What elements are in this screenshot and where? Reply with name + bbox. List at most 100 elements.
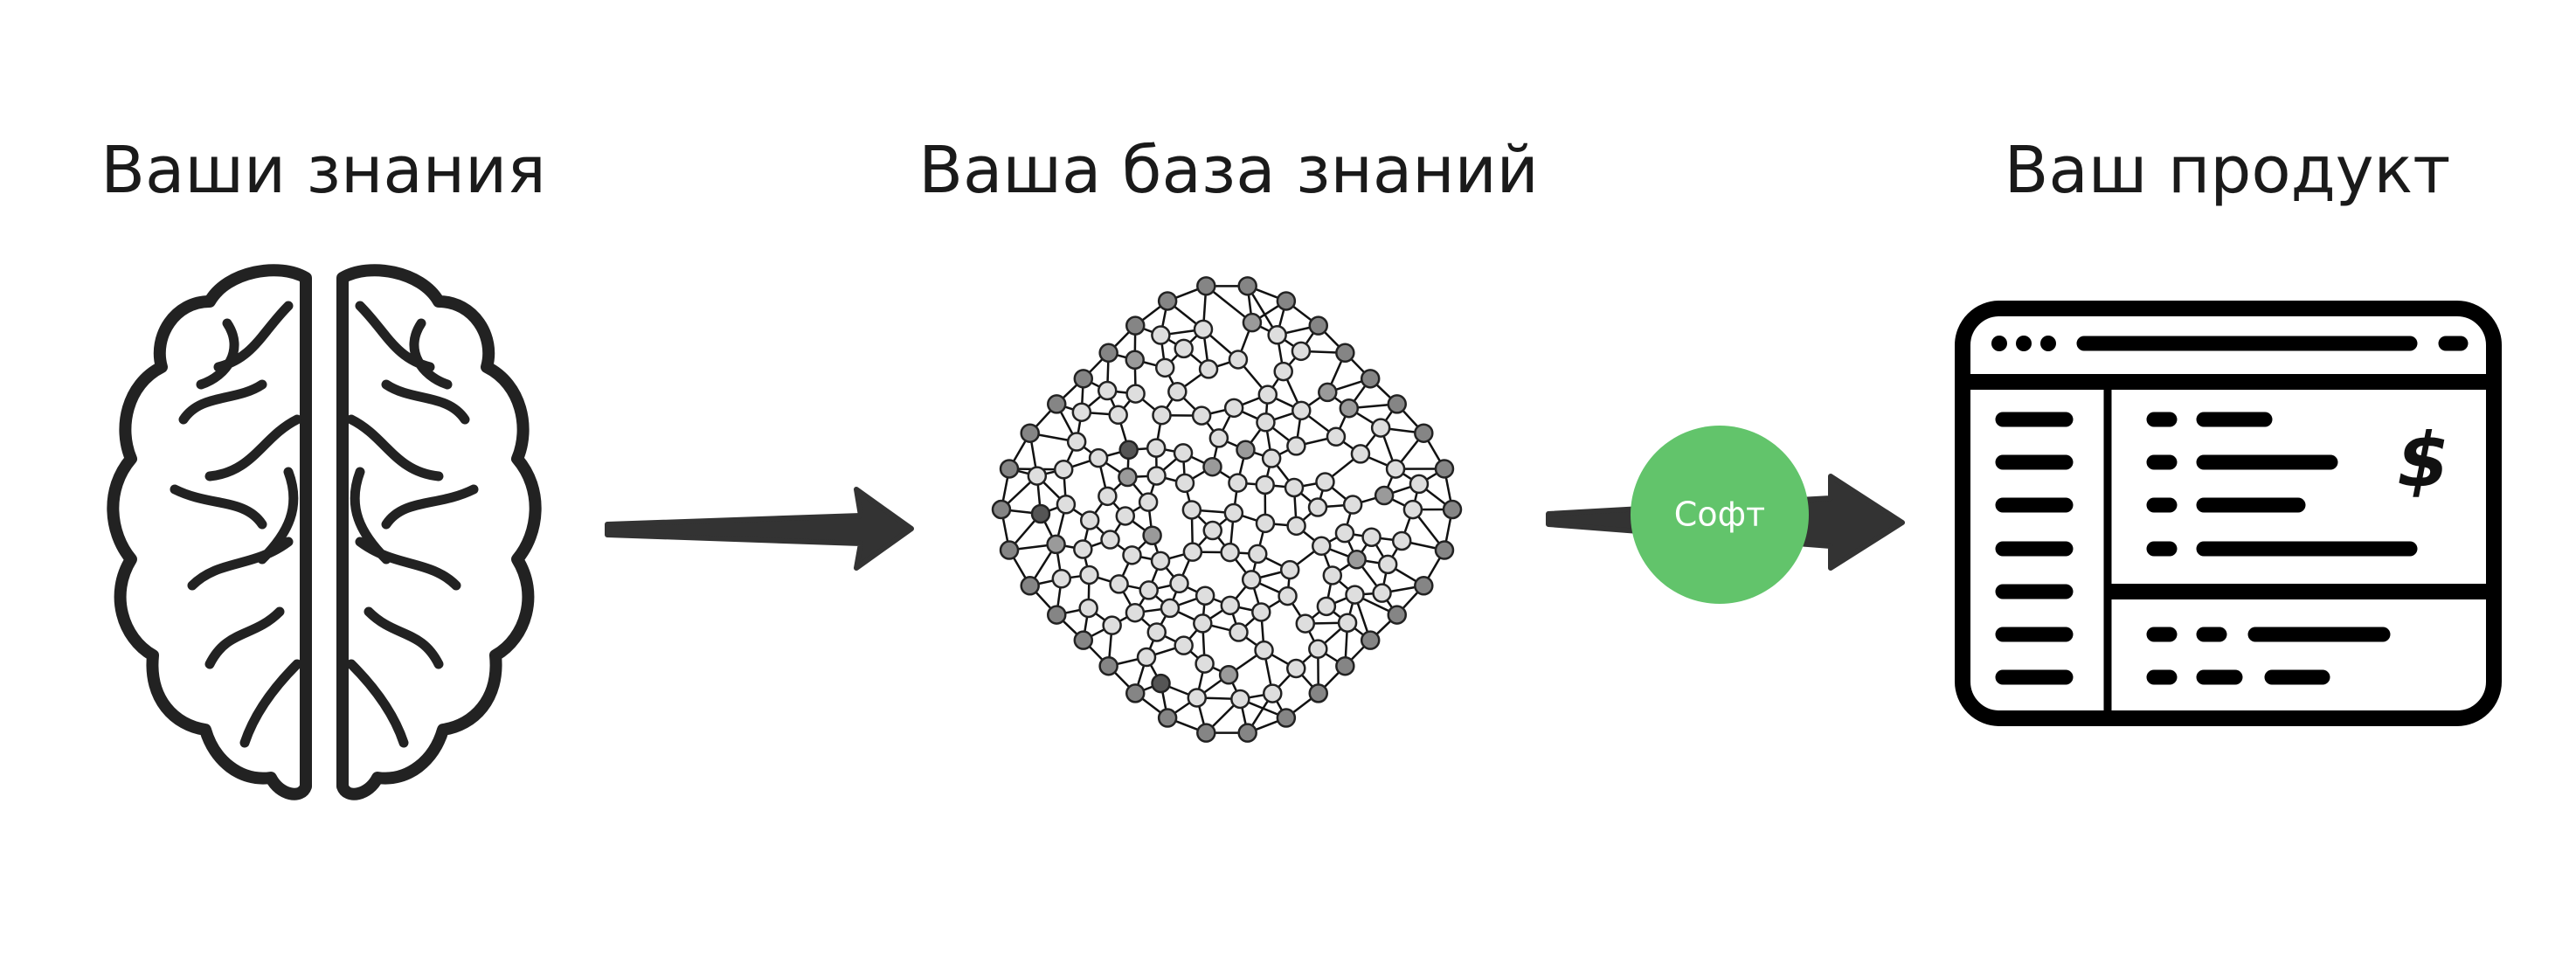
- network-node: [1387, 605, 1407, 625]
- step-title-product: Ваш продукт: [2005, 133, 2451, 208]
- network-node: [1125, 315, 1146, 336]
- network-node: [1100, 530, 1120, 550]
- network-node: [1125, 350, 1145, 371]
- network-node: [1254, 640, 1274, 661]
- sidebar-lines: [1995, 412, 2074, 685]
- network-node: [1414, 576, 1434, 596]
- network-node: [1256, 412, 1276, 433]
- brain-icon: [107, 264, 542, 800]
- network-node: [1255, 475, 1275, 495]
- network-node: [1237, 723, 1257, 743]
- network-node: [1228, 473, 1248, 493]
- software-badge: Софт: [1631, 426, 1809, 604]
- network-node: [1374, 485, 1395, 506]
- network-node: [1195, 585, 1215, 606]
- software-label: Софт: [1674, 495, 1765, 534]
- network-node: [1079, 510, 1100, 530]
- network-node: [1409, 474, 1430, 495]
- network-node: [1078, 598, 1098, 619]
- network-node: [1223, 502, 1244, 523]
- network-node: [1402, 499, 1423, 520]
- network-node: [1316, 596, 1337, 617]
- network-node: [1108, 405, 1128, 426]
- dollar-icon: $: [2397, 417, 2449, 504]
- network-node: [1020, 576, 1040, 596]
- network-node: [1047, 605, 1067, 625]
- network-node: [1198, 359, 1219, 379]
- network-node: [1193, 613, 1213, 634]
- network-node: [1345, 585, 1365, 605]
- step-title-knowledge: Ваши знания: [100, 133, 546, 208]
- network-node: [1181, 500, 1202, 520]
- network-node: [1220, 542, 1240, 563]
- network-node: [1151, 325, 1171, 345]
- network-node: [1257, 384, 1278, 405]
- network-node: [1276, 708, 1297, 728]
- network-node: [1322, 565, 1343, 585]
- network-node: [1174, 635, 1194, 655]
- network-node: [1229, 622, 1249, 642]
- network-node: [1236, 440, 1256, 460]
- network-node: [1308, 683, 1328, 703]
- network-node: [1220, 595, 1241, 616]
- network-node: [1122, 545, 1142, 565]
- network-node: [1152, 405, 1172, 426]
- network-node: [1098, 655, 1118, 676]
- network-node: [1342, 495, 1363, 515]
- network-node: [1387, 394, 1407, 414]
- network-node: [1284, 477, 1305, 498]
- network-node: [1196, 723, 1216, 743]
- network-node: [1195, 654, 1215, 674]
- network-node: [1138, 492, 1159, 512]
- network-node: [1230, 689, 1250, 710]
- network-node: [1167, 382, 1188, 402]
- network-node: [1109, 574, 1129, 594]
- network-node: [1372, 583, 1392, 603]
- network-node: [1334, 523, 1355, 544]
- network-node: [1360, 630, 1381, 650]
- network-node: [999, 540, 1020, 560]
- network-node: [1442, 499, 1463, 520]
- network-node: [1136, 647, 1157, 668]
- network-node: [1335, 655, 1355, 676]
- network-node: [1261, 448, 1282, 468]
- network-node: [1248, 544, 1268, 565]
- network-node: [991, 499, 1012, 520]
- network-node: [1154, 357, 1175, 378]
- network-node: [1047, 394, 1067, 414]
- window-header: [1991, 336, 2469, 351]
- step-title-knowledge-base: Ваша база знаний: [918, 133, 1539, 208]
- network-node: [1066, 432, 1087, 452]
- network-node: [1157, 708, 1178, 728]
- network-node: [1125, 602, 1146, 623]
- network-node: [1098, 343, 1118, 364]
- network-node: [1339, 398, 1360, 419]
- network-node: [1193, 319, 1214, 340]
- network-node: [1286, 516, 1306, 537]
- network-node: [1146, 622, 1167, 642]
- network-node: [1286, 436, 1306, 456]
- network-node: [1169, 573, 1189, 594]
- network-node: [1202, 456, 1222, 477]
- network-node: [1073, 630, 1094, 650]
- network-node: [1142, 525, 1162, 545]
- network-node: [1174, 338, 1194, 359]
- network-node: [1173, 443, 1194, 463]
- network-node: [1191, 405, 1212, 426]
- content-lines: [2146, 412, 2418, 685]
- network-node: [1079, 565, 1099, 585]
- network-node: [1053, 460, 1074, 480]
- network-node: [1146, 438, 1167, 458]
- network-node: [1312, 536, 1332, 557]
- network-node: [1391, 530, 1412, 551]
- network-node: [1118, 440, 1139, 461]
- network-node: [1370, 418, 1391, 438]
- network-node: [1377, 554, 1398, 575]
- network-node: [1267, 325, 1287, 345]
- network-node: [1223, 398, 1244, 419]
- network-node: [1097, 380, 1118, 401]
- network-node: [1350, 444, 1371, 464]
- network-node: [1307, 497, 1328, 517]
- network-node: [1414, 423, 1434, 443]
